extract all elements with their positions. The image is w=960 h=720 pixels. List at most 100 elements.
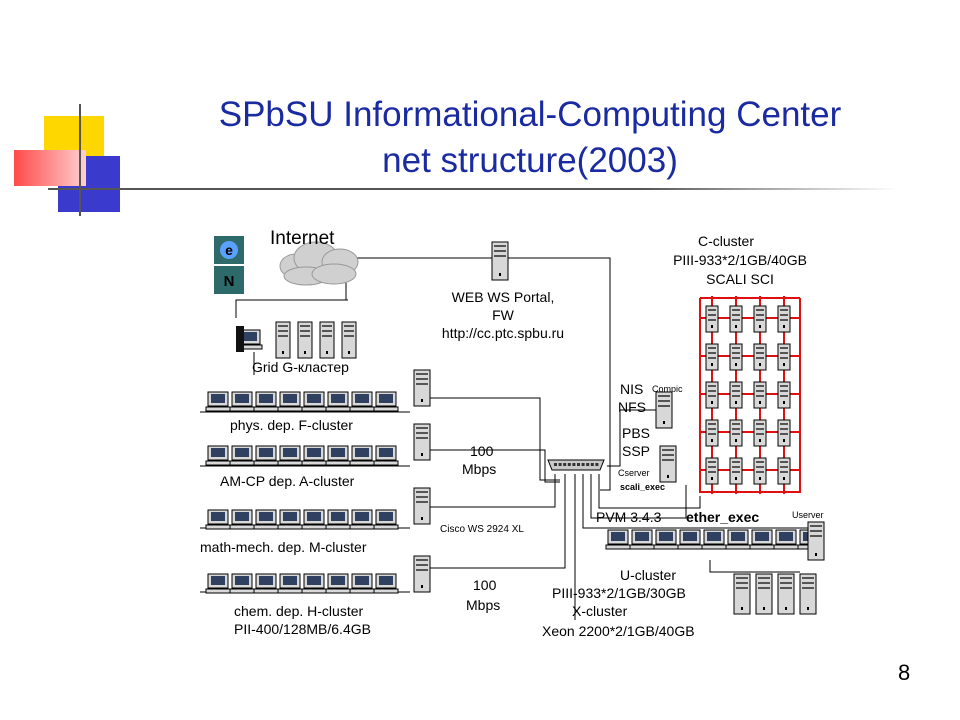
label-speed1-a: 100 <box>470 443 494 459</box>
u-cluster-workstation-icon <box>677 529 703 550</box>
ie-icon: e <box>214 236 244 264</box>
g-cluster-server-icon <box>341 321 357 359</box>
x-cluster-server-icon <box>733 573 751 615</box>
u-cluster-workstation-icon <box>629 529 655 550</box>
cloud-icon <box>279 241 359 286</box>
deco-vertical-line <box>79 104 81 216</box>
label-ssp: SSP <box>622 443 650 459</box>
c-cluster-node-icon <box>777 419 791 447</box>
link-line <box>598 474 701 509</box>
label-u-cluster-2: PIII-933*2/1GB/30GB <box>552 585 686 601</box>
h-cluster-server-icon <box>413 555 431 593</box>
u-cluster-workstation-icon <box>773 529 799 550</box>
link-line <box>414 474 566 569</box>
network-devices: eN <box>205 236 825 615</box>
c-cluster-node-icon <box>705 305 719 333</box>
m-cluster-workstation-icon <box>205 509 231 530</box>
m-cluster-workstation-icon <box>349 509 375 530</box>
label-x-cluster-2: Xeon 2200*2/1GB/40GB <box>542 623 695 639</box>
label-math: math-mech. dep. M-cluster <box>200 539 367 555</box>
userver-server-icon <box>807 521 825 561</box>
x-cluster-server-icon <box>799 573 817 615</box>
f-cluster-workstation-icon <box>325 391 351 412</box>
c-cluster-node-icon <box>777 457 791 485</box>
u-cluster-workstation-icon <box>749 529 775 550</box>
a-cluster-workstation-icon <box>373 445 399 466</box>
svg-text:e: e <box>225 242 233 258</box>
title-line-2: net structure(2003) <box>382 141 678 180</box>
link-line <box>709 560 800 573</box>
label-c-cluster-3: SCALI SCI <box>706 271 774 287</box>
link-line <box>414 474 556 508</box>
c-cluster-node-icon <box>753 343 767 371</box>
c-cluster-node-icon <box>753 419 767 447</box>
label-chem-spec: PII-400/128MB/6.4GB <box>234 621 371 637</box>
x-cluster-server-icon <box>755 573 773 615</box>
m-cluster-workstation-icon <box>325 509 351 530</box>
link-line <box>348 257 611 491</box>
label-web-portal-1: WEB WS Portal, <box>452 289 555 305</box>
label-u-cluster-1: U-cluster <box>620 567 676 583</box>
label-userver: Userver <box>792 510 824 520</box>
m-cluster-workstation-icon <box>373 509 399 530</box>
label-c-cluster-1: C-cluster <box>698 233 754 249</box>
a-cluster-workstation-icon <box>301 445 327 466</box>
g-cluster-server-icon <box>297 321 313 359</box>
link-line <box>607 409 656 467</box>
page-title: SPbSU Informational-Computing Center net… <box>170 92 890 184</box>
label-pbs: PBS <box>622 425 650 441</box>
g-cluster-server-icon <box>275 321 291 359</box>
a-cluster-workstation-icon <box>325 445 351 466</box>
link-line <box>414 449 560 483</box>
c-cluster-node-icon <box>777 343 791 371</box>
g-cluster-server-icon <box>319 321 335 359</box>
c-cluster-node-icon <box>753 381 767 409</box>
u-cluster-workstation-icon <box>605 529 631 550</box>
c-cluster-node-icon <box>753 457 767 485</box>
label-amcp: AM-CP dep. A-cluster <box>220 473 355 489</box>
f-cluster-workstation-icon <box>373 391 399 412</box>
c-cluster-node-icon <box>705 419 719 447</box>
label-compic: Compic <box>652 384 683 394</box>
link-line <box>590 474 687 519</box>
f-cluster-server-icon <box>413 369 431 407</box>
f-cluster-workstation-icon <box>349 391 375 412</box>
f-cluster-workstation-icon <box>205 391 231 412</box>
label-phys: phys. dep. F-cluster <box>230 417 353 433</box>
label-web-portal-3: http://cc.ptc.spbu.ru <box>442 325 564 341</box>
cserver-server-icon <box>659 445 677 483</box>
a-cluster-workstation-icon <box>349 445 375 466</box>
f-cluster-workstation-icon <box>229 391 255 412</box>
web-portal-server-icon <box>491 241 509 281</box>
h-cluster-workstation-icon <box>229 573 255 594</box>
m-cluster-workstation-icon <box>301 509 327 530</box>
u-cluster-workstation-icon <box>701 529 727 550</box>
f-cluster-workstation-icon <box>253 391 279 412</box>
link-line <box>414 397 560 481</box>
c-cluster-node-icon <box>729 343 743 371</box>
c-cluster-node-icon <box>729 381 743 409</box>
switch-icon <box>547 459 605 471</box>
h-cluster-workstation-icon <box>373 573 399 594</box>
a-cluster-workstation-icon <box>205 445 231 466</box>
label-speed2-b: Mbps <box>466 597 500 613</box>
grid-tower-icon <box>236 326 244 352</box>
deco-red-square <box>14 150 86 186</box>
h-cluster-workstation-icon <box>349 573 375 594</box>
c-cluster-node-icon <box>705 343 719 371</box>
netscape-icon: N <box>214 266 244 294</box>
m-cluster-workstation-icon <box>277 509 303 530</box>
deco-horizontal-line <box>48 188 898 190</box>
m-cluster-server-icon <box>413 487 431 525</box>
label-speed1-b: Mbps <box>462 461 496 477</box>
c-cluster-node-icon <box>777 381 791 409</box>
label-nis: NIS <box>620 381 643 397</box>
a-cluster-server-icon <box>413 423 431 461</box>
compic-server-icon <box>655 391 673 429</box>
h-cluster-workstation-icon <box>301 573 327 594</box>
label-cisco: Cisco WS 2924 XL <box>440 524 524 535</box>
a-cluster-workstation-icon <box>229 445 255 466</box>
c-cluster-node-icon <box>777 305 791 333</box>
